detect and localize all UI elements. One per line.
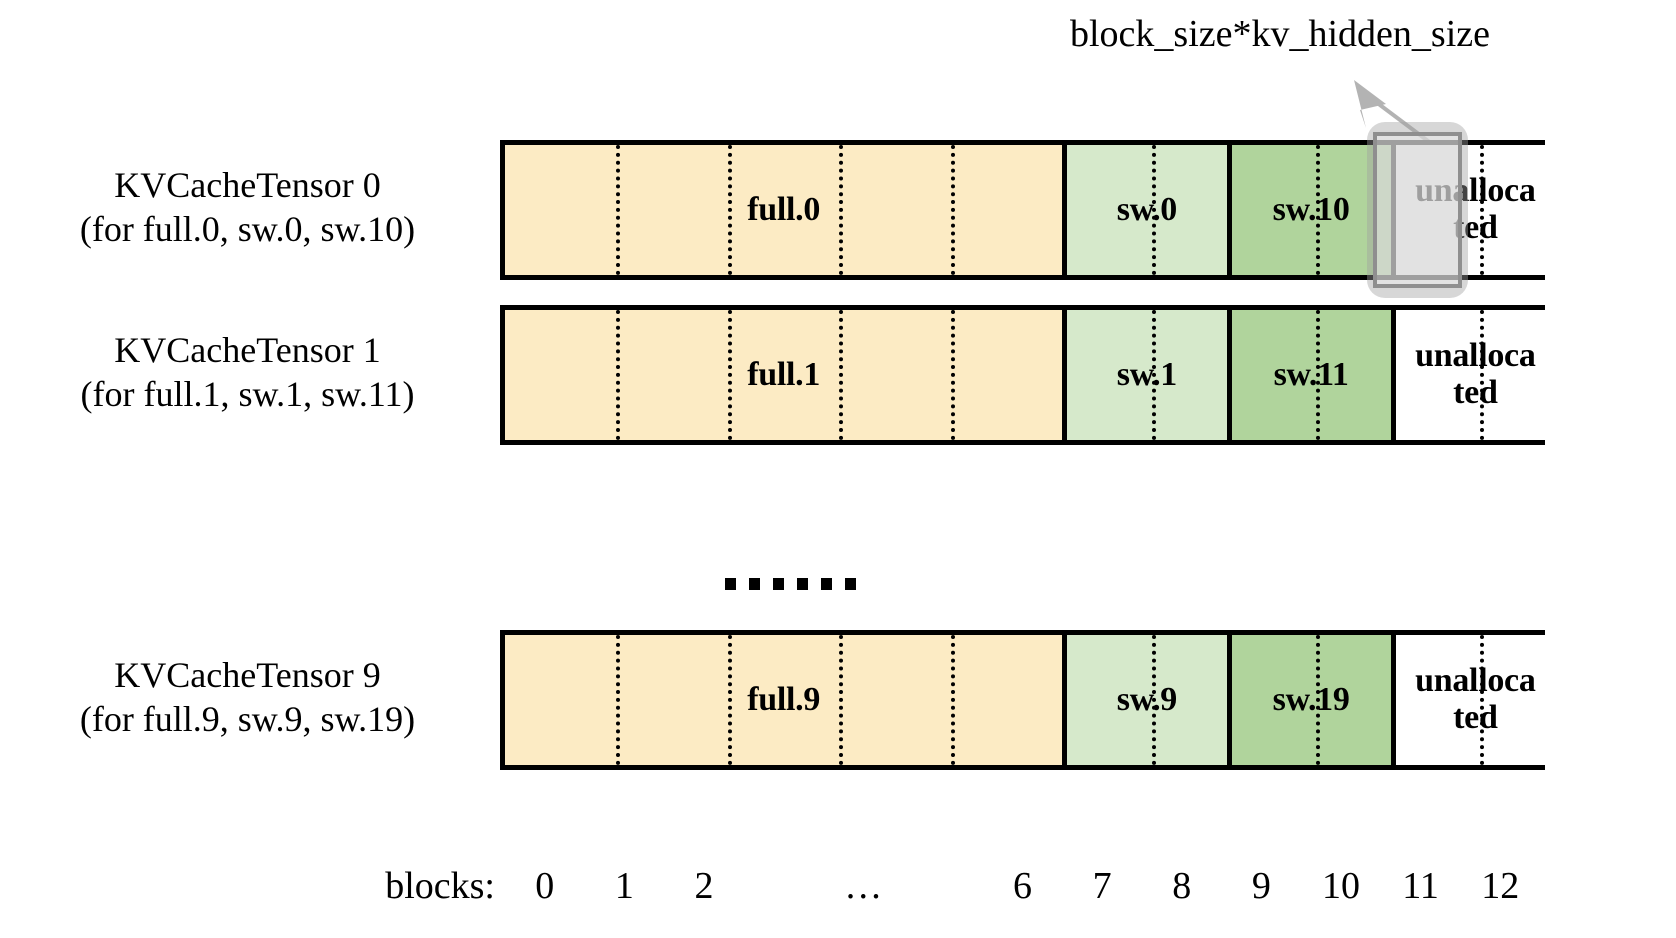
sw-dark-segment[interactable]: sw.10 [1226, 145, 1391, 275]
row-label-line2: (for full.9, sw.9, sw.19) [79, 698, 416, 739]
kvcache-tensor-bar: full.9 sw.9 sw.19 unalloca ted [500, 630, 1555, 770]
full-segment[interactable]: full.0 [505, 145, 1063, 275]
unallocated-segment[interactable]: unalloca ted [1390, 310, 1555, 440]
full-segment[interactable]: full.1 [505, 310, 1063, 440]
segment-label: sw.19 [1272, 680, 1350, 718]
ellipsis-dot [845, 578, 856, 590]
segment-label: sw.9 [1116, 680, 1178, 718]
blocks-axis-title: blocks: [385, 865, 495, 907]
ellipsis-dot [821, 578, 832, 590]
row-label: KVCacheTensor 0(for full.0, sw.0, sw.10) [0, 164, 495, 252]
segment-label: sw.10 [1272, 190, 1350, 228]
block-tick-label: 12 [1481, 865, 1520, 907]
block-tick-label: 11 [1402, 865, 1439, 907]
ellipsis-dot [773, 578, 784, 590]
sw-light-segment[interactable]: sw.9 [1062, 635, 1227, 765]
ellipsis-dot [725, 578, 736, 590]
segment-label: full.1 [747, 355, 821, 393]
sw-light-segment[interactable]: sw.0 [1062, 145, 1227, 275]
block-tick-label: 0 [535, 865, 555, 907]
block-size-highlight [1366, 122, 1469, 298]
row-label-line2: (for full.0, sw.0, sw.10) [79, 208, 416, 249]
segment-label: full.0 [747, 190, 821, 228]
block-tick-label: 2 [694, 865, 714, 907]
segment-label: sw.1 [1116, 355, 1178, 393]
row-label-line2: (for full.1, sw.1, sw.11) [80, 373, 415, 414]
annotation-label: block_size*kv_hidden_size [1069, 13, 1490, 55]
block-tick-label: 7 [1092, 865, 1112, 907]
vertical-ellipsis [725, 578, 856, 590]
block-tick-label: … [844, 865, 883, 907]
segment-label: unalloca ted [1415, 337, 1536, 411]
block-tick-label: 9 [1251, 865, 1271, 907]
row-label: KVCacheTensor 9(for full.9, sw.9, sw.19) [0, 654, 495, 742]
block-tick-label: 6 [1013, 865, 1032, 907]
sw-dark-segment[interactable]: sw.11 [1226, 310, 1391, 440]
row-label: KVCacheTensor 1(for full.1, sw.1, sw.11) [0, 329, 495, 417]
row-label-line1: KVCacheTensor 9 [114, 655, 381, 695]
segment-label: sw.11 [1273, 355, 1349, 393]
sw-dark-segment[interactable]: sw.19 [1226, 635, 1391, 765]
block-tick-label: 1 [614, 865, 634, 907]
unallocated-segment[interactable]: unalloca ted [1390, 635, 1555, 765]
row-label-line1: KVCacheTensor 1 [114, 330, 381, 370]
full-segment[interactable]: full.9 [505, 635, 1063, 765]
ellipsis-dot [749, 578, 760, 590]
block-tick-label: 8 [1172, 865, 1192, 907]
segment-label: unalloca ted [1415, 662, 1536, 736]
sw-light-segment[interactable]: sw.1 [1062, 310, 1227, 440]
kvcache-tensor-bar: full.1 sw.1 sw.11 unalloca ted [500, 305, 1555, 445]
block-tick-label: 10 [1321, 865, 1360, 907]
ellipsis-dot [797, 578, 808, 590]
segment-label: sw.0 [1116, 190, 1178, 228]
segment-label: full.9 [747, 680, 821, 718]
block-size-highlight-inner [1372, 132, 1463, 288]
row-label-line1: KVCacheTensor 0 [114, 165, 381, 205]
